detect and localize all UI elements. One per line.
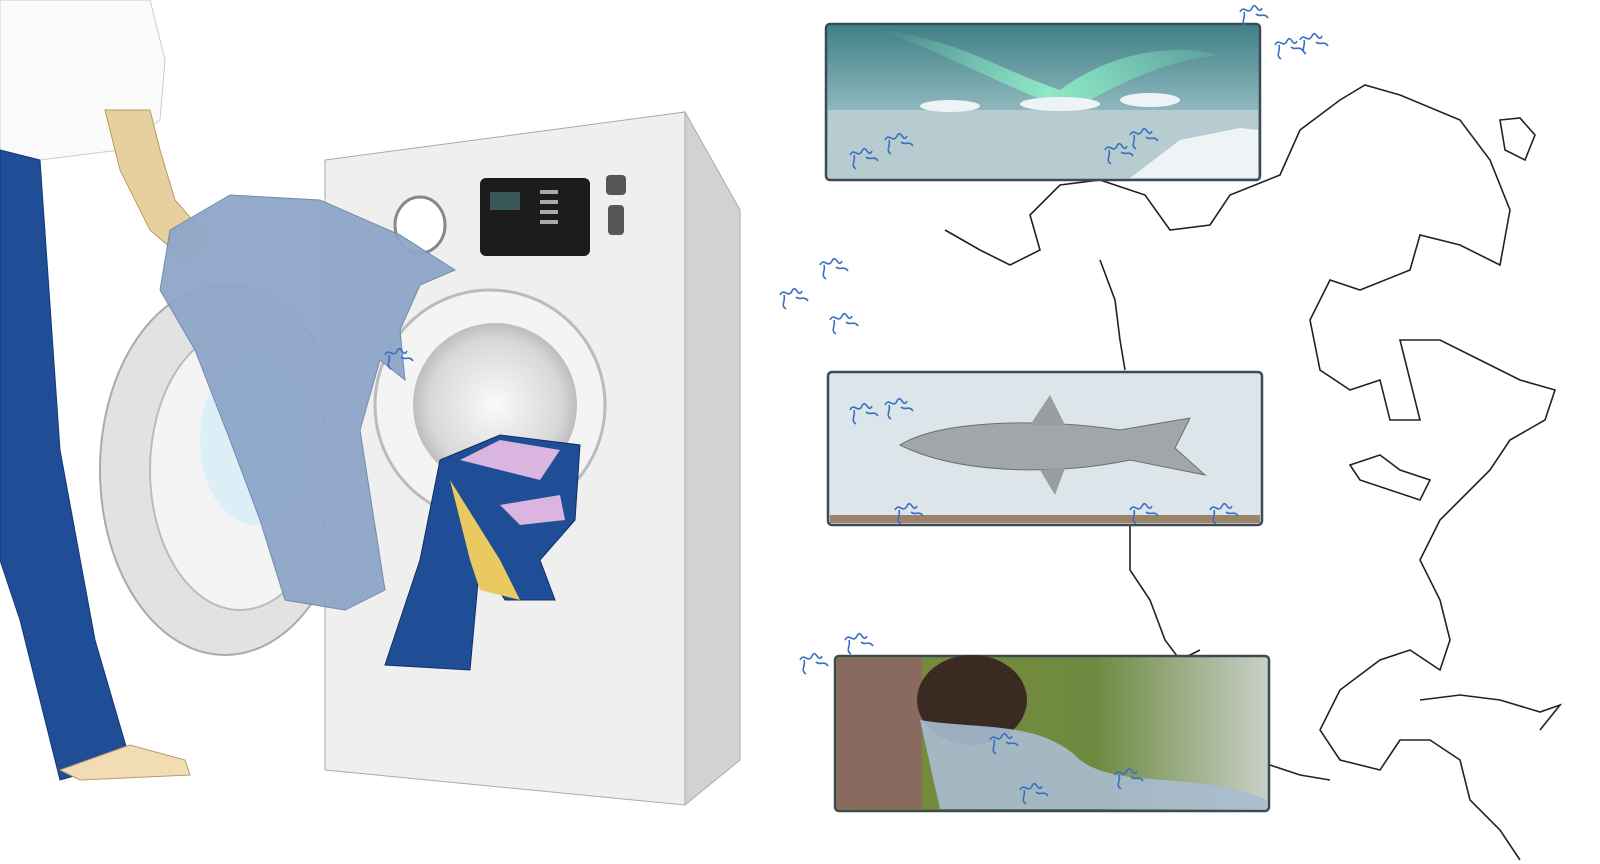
person xyxy=(0,0,211,781)
microfiber-icon xyxy=(894,502,924,525)
microfiber-icon xyxy=(1019,782,1049,805)
microfiber-icon xyxy=(1274,37,1304,60)
display-panel xyxy=(480,178,590,256)
fish-panel xyxy=(826,370,1264,527)
microfiber-icon xyxy=(1114,767,1144,790)
microfiber-icon xyxy=(829,312,859,335)
microfiber-icon xyxy=(1129,127,1159,150)
microfiber-icon xyxy=(884,397,914,420)
microfiber-icon xyxy=(779,287,809,310)
microfiber-icon xyxy=(884,132,914,155)
arctic-panel xyxy=(824,22,1262,182)
microfiber-icon xyxy=(384,347,414,370)
microfiber-icon xyxy=(819,257,849,280)
blue-shirt xyxy=(159,194,457,611)
start-button xyxy=(608,205,624,235)
microfiber-icon xyxy=(1129,502,1159,525)
microfiber-icon xyxy=(799,652,829,675)
microfibers xyxy=(384,4,1329,805)
clothes xyxy=(159,194,581,671)
microfiber-icon xyxy=(844,632,874,655)
power-button xyxy=(606,175,626,195)
pipe-opening xyxy=(917,655,1027,745)
microfiber-icon xyxy=(1209,502,1239,525)
microfiber-icon xyxy=(1239,4,1269,27)
aurora xyxy=(880,30,1220,110)
fish xyxy=(898,417,1207,476)
microfiber-icon xyxy=(849,402,879,425)
north-america-map xyxy=(944,84,1563,861)
foot xyxy=(58,744,191,781)
outfall-panel xyxy=(833,654,1271,813)
microfiber-icon xyxy=(849,147,879,170)
microfiber-icon xyxy=(989,732,1019,755)
microfiber-icon xyxy=(1299,32,1329,55)
microfiber-icon xyxy=(1104,142,1134,165)
machine-side xyxy=(684,110,741,807)
